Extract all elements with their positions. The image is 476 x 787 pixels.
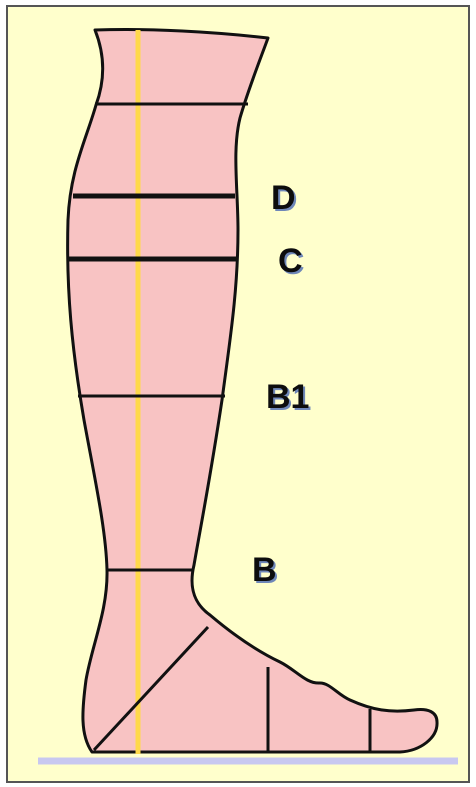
label-b: B B — [252, 551, 279, 591]
label-d: D D — [271, 179, 298, 219]
label-b1: B1 B1 — [266, 378, 311, 418]
label-b-text: B — [252, 551, 277, 589]
label-c: C C — [278, 242, 305, 282]
label-d-text: D — [271, 179, 296, 217]
label-b1-text: B1 — [266, 378, 309, 416]
label-c-text: C — [278, 242, 303, 280]
